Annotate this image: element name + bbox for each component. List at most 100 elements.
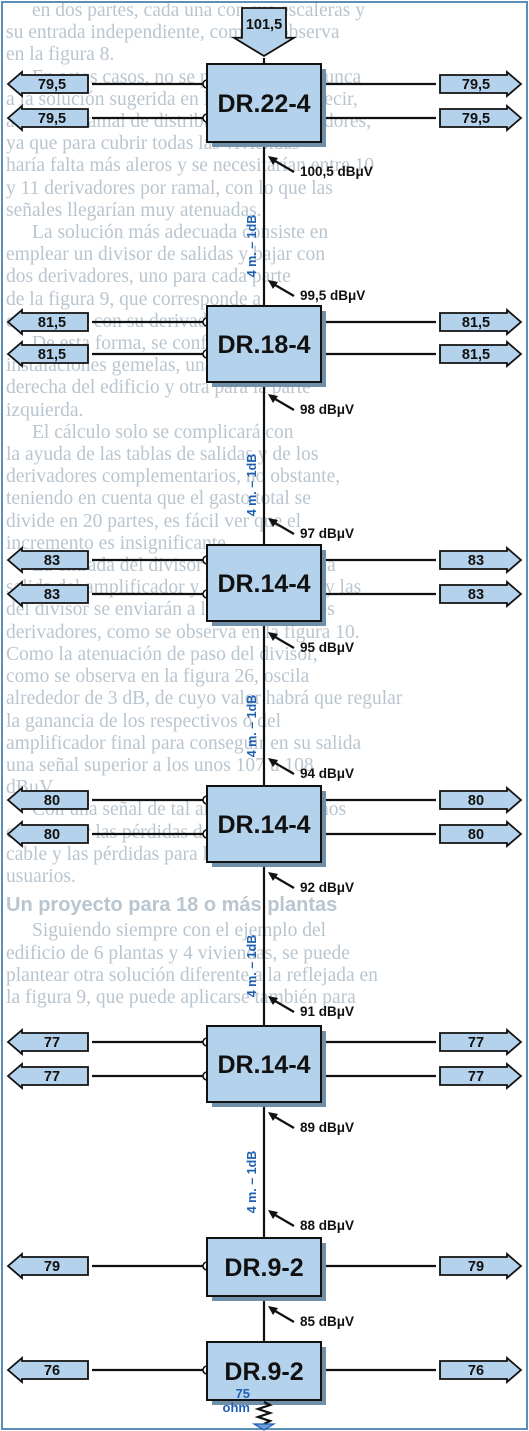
output-level-right: 76 <box>468 1363 484 1379</box>
article-line: señales llegarían muy atenuadas. <box>6 199 262 221</box>
output-arrow-left <box>6 104 89 132</box>
output-arrow-right <box>439 70 523 98</box>
termination-resistor <box>254 1401 274 1425</box>
tap-name: DR.22-4 <box>217 90 310 118</box>
output-arrow-right <box>439 580 523 608</box>
output-arrow-right <box>439 308 523 336</box>
output-level-right: 80 <box>468 827 484 843</box>
article-line: una señal superior a los unos 107 u 108 <box>6 754 314 776</box>
article-line: como se observa en la figura 26, oscila <box>6 666 310 688</box>
output-arrow-left <box>6 1356 89 1384</box>
article-line: de la figura 9, que corresponde a <box>6 288 262 310</box>
level-number: 92 <box>300 880 315 895</box>
output-level-left: 76 <box>44 1363 60 1379</box>
article-line: derivadores complementarios, no obstante… <box>6 466 341 488</box>
level-number: 88 <box>300 1218 316 1233</box>
level-pointer-head <box>268 758 278 767</box>
tap-box <box>206 305 322 383</box>
level-pointer-head <box>268 1112 278 1121</box>
level-number: 89 <box>300 1120 315 1135</box>
tap-name: DR.9-2 <box>224 1254 303 1282</box>
article-line: en la figura 8. <box>6 44 115 66</box>
input-signal-arrow <box>230 7 298 58</box>
tap-box <box>206 544 322 622</box>
output-level-left: 81,5 <box>38 347 66 363</box>
output-arrow-left <box>6 820 89 848</box>
level-pointer-head <box>268 280 278 289</box>
article-line: teniendo en cuenta que el gasto total se <box>6 488 311 510</box>
output-arrow-right <box>439 786 523 814</box>
level-unit: dBμV <box>315 640 354 655</box>
level-number: 91 <box>300 1004 316 1019</box>
level-number: 95 <box>300 640 316 655</box>
article-line: plantear otra solución diferente a la re… <box>6 964 378 986</box>
article-line: Como la atenuación de paso del divisor, <box>6 643 318 665</box>
article-line: incremento es insignificante. <box>6 532 231 554</box>
termination-unit: ohm <box>223 1400 250 1415</box>
level-value: 92 dBμV <box>300 880 354 895</box>
level-unit: dBμV <box>315 1314 354 1329</box>
article-line: Siguiendo siempre con el ejemplo del <box>32 920 327 942</box>
output-level-right: 81,5 <box>462 315 490 331</box>
tap-box <box>206 63 322 143</box>
output-arrow-right <box>439 104 523 132</box>
level-pointer-head <box>268 518 278 527</box>
article-line: izquierda. <box>6 399 84 421</box>
tap-name: DR.14-4 <box>217 811 310 839</box>
level-value: 98 dBμV <box>300 402 354 417</box>
output-arrow-right <box>439 1252 523 1280</box>
output-level-right: 79,5 <box>462 77 490 93</box>
level-pointer-head <box>268 872 278 881</box>
cable-segment-label: 4 m. – 1dB <box>245 215 259 278</box>
output-level-right: 83 <box>468 553 484 569</box>
output-level-left: 77 <box>44 1069 60 1085</box>
output-arrow-right <box>439 1028 523 1056</box>
output-arrow-right <box>439 820 523 848</box>
output-level-left: 79,5 <box>38 111 66 127</box>
tap-name: DR.14-4 <box>217 570 310 598</box>
termination-value: 75 <box>236 1386 250 1401</box>
output-level-left: 83 <box>44 587 60 603</box>
level-value: 99,5 dBμV <box>300 288 365 303</box>
level-value: 94 dBμV <box>300 766 354 781</box>
output-level-right: 80 <box>468 793 484 809</box>
level-unit: dBμV <box>315 880 354 895</box>
output-arrow-left <box>6 580 89 608</box>
output-level-left: 79 <box>44 1259 60 1275</box>
output-level-left: 81,5 <box>38 315 66 331</box>
cable-segment-label: 4 m. – 1dB <box>245 1151 259 1214</box>
output-arrow-left <box>6 546 89 574</box>
cable-segment-label: 4 m. – 1dB <box>245 695 259 758</box>
output-arrow-left <box>6 70 89 98</box>
level-unit: dBμV <box>315 766 354 781</box>
tap-name: DR.14-4 <box>217 1051 310 1079</box>
article-line: divide en 20 partes, es fácil ver que el <box>6 510 302 532</box>
level-number: 99,5 <box>300 288 327 303</box>
output-arrow-right <box>439 1356 523 1384</box>
article-line: y 11 derivadores por ramal, con lo que l… <box>6 177 333 199</box>
output-level-right: 77 <box>468 1035 484 1051</box>
article-line: El cálculo solo se complicará con <box>32 421 294 443</box>
article-line: la ayuda de las tablas de salidas y de l… <box>6 444 319 466</box>
level-number: 100,5 <box>300 164 334 179</box>
level-pointer-head <box>268 394 278 403</box>
level-pointer-head <box>268 1306 278 1315</box>
level-unit: dBμV <box>315 1004 354 1019</box>
output-level-left: 77 <box>44 1035 60 1051</box>
article-line: dos derivadores, uno para cada parte <box>6 266 291 288</box>
article-line: amplificador final para conseguir en su … <box>6 732 362 754</box>
level-unit: dBμV <box>326 288 365 303</box>
input-signal-arrow-label: 101,5 <box>246 17 282 33</box>
article-line: La solución más adecuada consiste en <box>32 222 329 244</box>
output-arrow-left <box>6 1252 89 1280</box>
level-value: 89 dBμV <box>300 1120 354 1135</box>
output-arrow-left <box>6 1028 89 1056</box>
output-level-right: 77 <box>468 1069 484 1085</box>
ground-symbol <box>251 1423 277 1431</box>
article-line: la ganancia de los respectivos o del <box>6 710 282 732</box>
output-level-right: 81,5 <box>462 347 490 363</box>
output-arrow-left <box>6 340 89 368</box>
article-line: usuarios. <box>6 865 76 887</box>
